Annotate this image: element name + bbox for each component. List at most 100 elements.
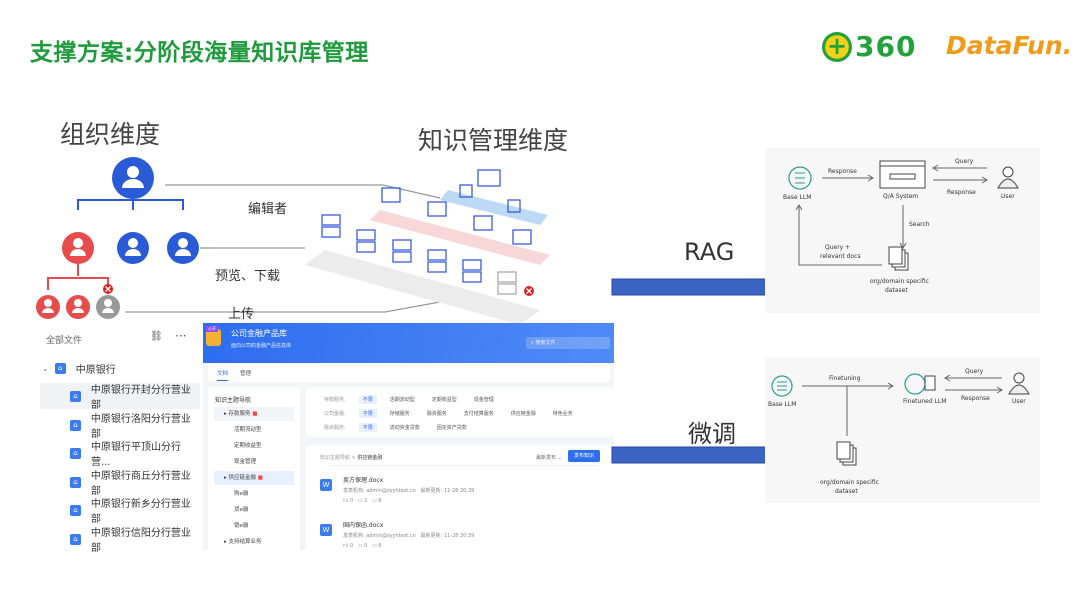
- org-dimension-label: 组织维度: [60, 120, 161, 149]
- rag-diagram: Base LLM Response Q/A System Query Respo…: [765, 148, 1040, 313]
- breadcrumb-item[interactable]: 知识主题导航: [320, 455, 351, 461]
- search-placeholder: 搜索文件: [535, 340, 556, 346]
- nav-item[interactable]: 销e融: [214, 519, 294, 533]
- chevron-down-icon: ⌄: [557, 455, 562, 461]
- filter-panel: 存款服务:不限活期流动型定期收益型现金管理 公司金融:不限存储服务融资服务支付结…: [306, 387, 614, 437]
- document-updated: 最新更新: 11-28 20:39: [420, 533, 475, 539]
- filter-label: 公司金融:: [324, 411, 346, 417]
- document-publisher: 发表机构: admin@zyyhtest.cn: [343, 533, 416, 539]
- deny-icon: [103, 284, 113, 294]
- ft-finetuning-label: Finetuning: [829, 375, 861, 382]
- library-desc: 面向公司的金融产品信息库: [231, 343, 292, 349]
- branch-icon: ⌂: [70, 447, 81, 459]
- breadcrumb-current: 供应链金融: [357, 455, 383, 461]
- tree-root-label: 中原银行: [75, 364, 116, 376]
- tree-item-label: 中原银行开封分行营业部: [90, 385, 191, 411]
- tab-documents[interactable]: 文档: [217, 369, 229, 381]
- org-structure-icon[interactable]: ⛓: [150, 331, 163, 342]
- nav-item-label: 货e融: [234, 507, 249, 513]
- tree-item[interactable]: ⌂中原银行开封分行营业部: [40, 383, 200, 411]
- tree-item-label: 中原银行洛阳分行营业部: [90, 414, 191, 440]
- rag-search-label: Search: [909, 221, 930, 228]
- filter-row: 公司金融: 不限 存储服务 融资服务 支付结算服务 供应链金融 特色业务: [320, 409, 614, 423]
- avatar-mid-red: [62, 232, 94, 264]
- slide-title: 支撑方案:分阶段海量知识库管理: [30, 40, 369, 66]
- divider: [330, 465, 598, 466]
- nav-item[interactable]: 定期收益型: [214, 439, 294, 453]
- role-editor-label: 编辑者: [248, 202, 288, 217]
- document-updated: 最新更新: 11-28 20:39: [420, 488, 475, 494]
- nav-item[interactable]: ▸ 支持结算业务: [224, 539, 262, 545]
- finetune-label: 微调: [688, 420, 736, 448]
- sort-dropdown[interactable]: 最新发布 ⌄: [536, 454, 562, 461]
- role-preview-label: 预览、下载: [215, 269, 281, 284]
- nav-item[interactable]: ▸ 存款服务 ■: [214, 407, 294, 421]
- filter-option[interactable]: 存储服务: [389, 411, 410, 417]
- filter-option[interactable]: 特色业务: [552, 411, 573, 417]
- finetune-diagram: Base LLM Finetuning Finetuned LLM Query …: [765, 358, 1040, 503]
- rag-label: RAG: [684, 238, 735, 266]
- tree-item[interactable]: ⌂中原银行信阳分行营业部: [40, 526, 200, 554]
- tree-item[interactable]: ⌂中原银行商丘分行营业部: [40, 469, 200, 497]
- like-icon[interactable]: 👍︎: [343, 498, 349, 504]
- file-tree: 全部文件 ⛓ ··· ⌄⌂中原银行 ⌂中原银行开封分行营业部 ⌂中原银行洛阳分行…: [30, 325, 202, 554]
- comment-count: 0: [364, 543, 368, 549]
- filter-option[interactable]: 支付结算服务: [463, 411, 494, 417]
- qa-system-icon: [879, 160, 926, 189]
- filter-option[interactable]: 供应链金融: [510, 411, 536, 417]
- filter-option[interactable]: 固定资产贷款: [436, 425, 467, 431]
- rag-relevant-docs: relevant docs: [820, 253, 861, 260]
- hot-badge-icon: ■: [252, 411, 258, 417]
- tree-item[interactable]: ⌂中原银行洛阳分行营业部: [40, 412, 200, 440]
- knowledge-base-app: 公开 公司金融产品库 面向公司的金融产品信息库 ⌕ 搜索文件 文档 管理 知识主…: [203, 323, 614, 550]
- document-name[interactable]: 卖方保理.docx: [343, 477, 384, 484]
- avatar-bottom-gray: [96, 295, 120, 319]
- document-name[interactable]: 国内保函.docx: [343, 522, 384, 529]
- nav-item[interactable]: 货e融: [214, 503, 294, 517]
- publish-button[interactable]: 发布知识: [568, 450, 600, 462]
- nav-item-label: 供应链金融: [228, 475, 257, 481]
- documents-icon: [888, 246, 909, 271]
- search-input[interactable]: ⌕ 搜索文件: [526, 337, 610, 349]
- nav-item[interactable]: ▸ 供应链金融 ■: [214, 471, 294, 485]
- tab-manage[interactable]: 管理: [240, 371, 252, 377]
- ft-response-label: Response: [961, 395, 990, 402]
- org-knowledge-diagram: [36, 157, 550, 325]
- knowledge-layers-illustration: [305, 169, 550, 325]
- ft-query-label: Query: [965, 368, 984, 375]
- search-icon: ⌕: [531, 340, 536, 346]
- tree-item[interactable]: ⌂中原银行平顶山分行营...: [40, 440, 200, 468]
- filter-option[interactable]: 不限: [358, 423, 377, 432]
- rag-query-plus: Query +: [825, 244, 850, 251]
- filter-option[interactable]: 不限: [358, 409, 377, 418]
- view-icon: ▭: [372, 498, 377, 504]
- finetuned-brain-icon: [904, 373, 936, 395]
- rag-user: User: [1001, 193, 1015, 200]
- like-icon[interactable]: 👍︎: [343, 543, 349, 549]
- role-upload-label: 上传: [228, 307, 255, 322]
- document-meta: 发表机构: admin@zyyhtest.cn 最新更新: 11-28 20:3…: [343, 532, 474, 539]
- nav-item[interactable]: 活期流动型: [214, 423, 294, 437]
- nav-item[interactable]: 购e融: [214, 487, 294, 501]
- rag-response-label: Response: [828, 168, 857, 175]
- role-connector-lines: [125, 184, 441, 313]
- filter-label: 融资服务:: [324, 425, 346, 431]
- tree-root[interactable]: ⌄⌂中原银行: [42, 355, 202, 381]
- filter-option[interactable]: 定期收益型: [431, 397, 457, 403]
- nav-title: 知识主题导航: [215, 397, 252, 404]
- nav-item-label: 购e融: [234, 491, 249, 497]
- tree-item[interactable]: ⌂中原银行新乡分行营业部: [40, 497, 200, 525]
- filter-option[interactable]: 不限: [358, 395, 377, 404]
- nav-item-label: 销e融: [234, 523, 249, 529]
- chevron-down-icon: ⌄: [42, 363, 49, 373]
- filter-option[interactable]: 现金管理: [473, 397, 494, 403]
- avatar-bottom-red-1: [36, 295, 60, 319]
- nav-item[interactable]: 现金管理: [214, 455, 294, 469]
- filter-option[interactable]: 活期流动型: [389, 397, 415, 403]
- filter-option[interactable]: 流动资金贷款: [389, 425, 420, 431]
- rag-base-llm: Base LLM: [783, 194, 811, 201]
- filter-option[interactable]: 融资服务: [426, 411, 447, 417]
- ft-base-llm: Base LLM: [768, 401, 796, 408]
- avatar-mid-blue-2: [167, 232, 199, 264]
- more-icon[interactable]: ···: [175, 329, 187, 343]
